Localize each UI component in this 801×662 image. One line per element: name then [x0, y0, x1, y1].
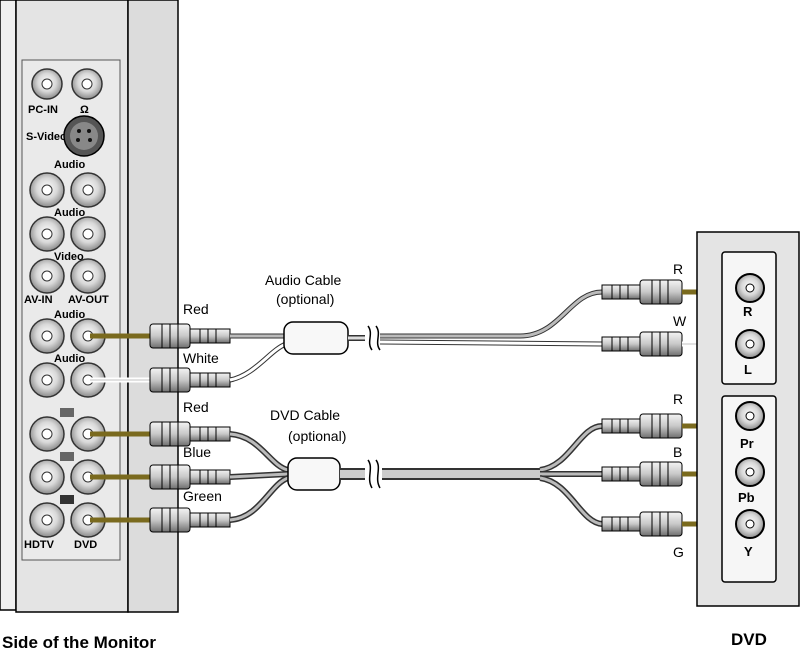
audio-left-white-label: White — [183, 350, 219, 366]
audio-plug-white — [149, 367, 231, 393]
dvd-plug-blue — [149, 464, 231, 490]
dvd-jack-label-r: R — [743, 304, 753, 319]
audio-label-1: Audio — [54, 159, 85, 171]
dvd-cable-title: DVD Cable — [270, 407, 340, 423]
headphone-jack[interactable] — [71, 68, 103, 100]
dvd-plug-green — [149, 507, 231, 533]
dvd-caption: DVD — [731, 630, 767, 649]
dvd-right-g-label: G — [673, 544, 684, 560]
av-audio-jack-row-1[interactable] — [29, 172, 106, 208]
s-video-label: S-Video — [26, 131, 67, 143]
monitor-caption: Side of the Monitor — [2, 633, 156, 652]
dvd-left-green-label: Green — [183, 488, 222, 504]
dvd-plug-right-r — [601, 413, 683, 439]
monitor-wires — [90, 333, 150, 523]
dvd-cable — [149, 413, 740, 537]
dvd-jack-pb[interactable] — [735, 457, 765, 487]
dvd-right-r-label: R — [673, 391, 683, 407]
audio-label-2: Audio — [54, 207, 85, 219]
dvd-jack-r[interactable] — [735, 273, 765, 303]
headphone-label: Ω — [80, 104, 89, 116]
dvd-audio-jack-row-1[interactable] — [29, 318, 106, 354]
pc-in-jack[interactable] — [31, 68, 63, 100]
dvd-left-blue-label: Blue — [183, 444, 211, 460]
hdtv-label: HDTV — [24, 539, 55, 551]
audio-label-3: Audio — [54, 309, 85, 321]
dvd-audio-jack-row-2[interactable] — [29, 362, 106, 398]
audio-right-w-label: W — [673, 313, 687, 329]
audio-cable — [149, 279, 740, 393]
dvd-input-label: DVD — [74, 539, 97, 551]
dvd-plug-right-g — [601, 511, 683, 537]
audio-label-4: Audio — [54, 353, 85, 365]
dvd-jack-pr[interactable] — [735, 401, 765, 431]
dvd-jack-label-l: L — [744, 362, 752, 377]
av-audio-jack-row-2[interactable] — [29, 216, 106, 252]
pc-in-label: PC-IN — [28, 104, 58, 116]
audio-plug-right-r — [601, 279, 683, 305]
audio-plug-red — [149, 323, 231, 349]
dvd-cable-subtitle: (optional) — [288, 428, 346, 444]
component-jack-row-2[interactable] — [29, 452, 106, 495]
dvd-left-red-label: Red — [183, 399, 209, 415]
dvd-plug-red — [149, 421, 231, 447]
dvd-jack-l[interactable] — [735, 329, 765, 359]
audio-cable-subtitle: (optional) — [276, 291, 334, 307]
component-jack-row-1[interactable] — [29, 408, 106, 452]
av-in-label: AV-IN — [24, 294, 53, 306]
component-jack-row-3[interactable] — [29, 495, 106, 538]
dvd-jack-label-y: Y — [744, 544, 753, 559]
audio-plug-right-w — [601, 331, 683, 357]
dvd-right-b-label: B — [673, 444, 682, 460]
av-video-jack-row[interactable] — [29, 258, 106, 294]
dvd-jack-label-pr: Pr — [740, 436, 754, 451]
dvd-jack-label-pb: Pb — [738, 490, 755, 505]
audio-cable-title: Audio Cable — [265, 272, 341, 288]
av-out-label: AV-OUT — [68, 294, 109, 306]
video-label: Video — [54, 251, 84, 263]
dvd-jack-y[interactable] — [735, 509, 765, 539]
audio-right-r-label: R — [673, 261, 683, 277]
s-video-jack[interactable] — [63, 115, 105, 157]
audio-left-red-label: Red — [183, 301, 209, 317]
dvd-plug-right-b — [601, 461, 683, 487]
